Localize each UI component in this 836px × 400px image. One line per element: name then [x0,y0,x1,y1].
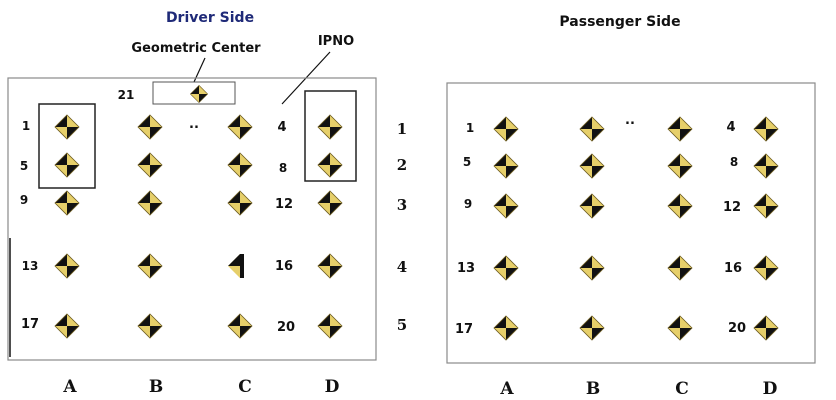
passenger-seat-number: 17 [455,322,473,337]
target-icon [227,152,253,178]
target-icon [667,315,693,341]
column-label: B [149,377,163,397]
target-icon [579,315,605,341]
target-icon [227,114,253,140]
target-icon [667,153,693,179]
driver-targets [54,114,343,339]
driver-seat-number: 5 [20,159,28,173]
row-label: 5 [397,316,407,334]
driver-seat-number: 20 [277,320,295,335]
row-label: 4 [397,258,407,276]
driver-seat-number: 4 [277,120,286,135]
passenger-seat-number: 9 [464,197,472,211]
target-icon [493,116,519,142]
passenger-seat-number: 20 [728,321,746,336]
target-icon [493,153,519,179]
target-icon [753,153,779,179]
driver-bracket-left [38,103,96,189]
target-icon [667,255,693,281]
target-icon [317,190,343,216]
driver-seat-number: 17 [21,317,39,332]
target-icon [667,193,693,219]
target-icon [753,193,779,219]
passenger-panel [446,82,816,364]
column-label: A [62,377,77,397]
passenger-seat-number: 16 [724,261,742,276]
target-icon [579,193,605,219]
target-icon [137,190,163,216]
driver-seat-number: 9 [20,193,28,207]
driver-seat-number: 12 [275,197,293,212]
target-icon [227,190,253,216]
target-icon [137,313,163,339]
driver-ellipsis: .. [189,117,199,132]
target-icon [753,116,779,142]
target-icon [54,190,80,216]
target-icon [667,116,693,142]
column-label: A [499,379,514,399]
target-icon [317,114,343,140]
column-label: D [763,379,778,399]
column-label: D [325,377,340,397]
target-icon [54,114,80,140]
target-icon [137,253,163,279]
passenger-ellipsis: .. [625,113,635,128]
driver-seat-number: 1 [22,119,30,133]
passenger-seat-number: 5 [463,155,471,169]
target-icon [54,152,80,178]
passenger-seat-number: 8 [730,155,738,169]
target-icon [579,116,605,142]
target-icon [317,152,343,178]
target-icon [753,255,779,281]
passenger-seat-number: 13 [457,261,475,276]
driver-seat-number: 13 [22,259,39,273]
geometric-center-label: Geometric Center [131,41,261,56]
target-icon [493,315,519,341]
target-icon [753,315,779,341]
target-icon-partial [228,254,244,278]
passenger-seat-number: 1 [466,121,474,135]
target-icon [54,253,80,279]
column-label: C [238,377,252,397]
target-icon [317,253,343,279]
passenger-targets [493,116,779,341]
target-icon [137,114,163,140]
target-icon [137,152,163,178]
row-label: 2 [397,156,407,174]
row-label: 1 [397,120,407,138]
driver-side-title: Driver Side [166,10,254,26]
row-label: 3 [397,196,407,214]
driver-seat-number: 8 [279,161,287,175]
driver-panel [7,77,377,361]
target-icon [317,313,343,339]
passenger-seat-number: 4 [726,120,735,135]
target-icon [579,255,605,281]
target-icon [579,153,605,179]
ipno-label: IPNO [318,34,354,49]
target-icon [493,193,519,219]
passenger-seat-number: 12 [723,200,741,215]
passenger-side-title: Passenger Side [559,14,680,30]
driver-seat-number: 16 [275,259,293,274]
target-icon [227,313,253,339]
target-number-21: 21 [118,88,135,102]
target-icon [493,255,519,281]
target-icon [54,313,80,339]
driver-bracket-ipno [304,90,357,182]
column-label: C [675,379,689,399]
column-label: B [586,379,600,399]
